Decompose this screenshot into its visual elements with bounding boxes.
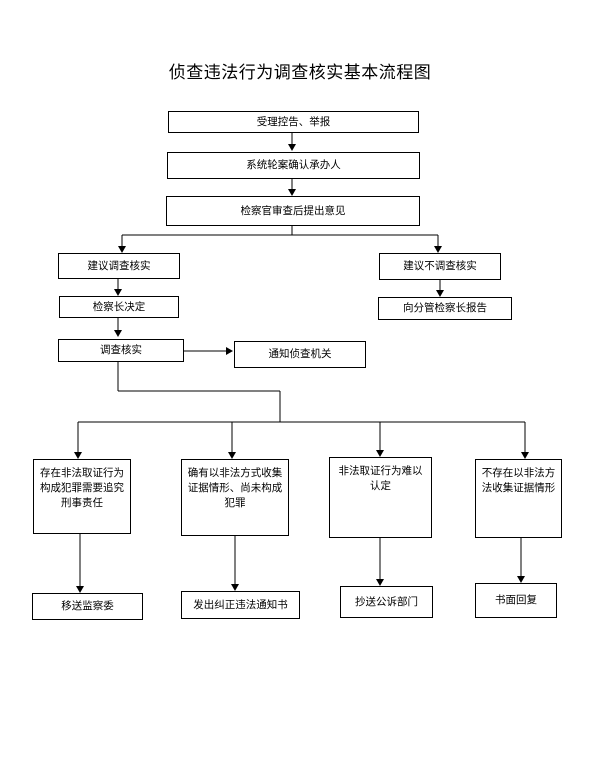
- node-assign-handler: 系统轮案确认承办人: [167, 152, 420, 179]
- node-notify-agency: 通知侦查机关: [234, 341, 366, 368]
- node-suggest-investigate: 建议调查核实: [58, 253, 180, 279]
- node-copy-dept: 抄送公诉部门: [340, 586, 433, 618]
- node-case-illegal: 确有以非法方式收集证据情形、尚未构成犯罪: [181, 459, 289, 536]
- node-rectify-notice: 发出纠正违法通知书: [181, 591, 300, 619]
- node-case-crime: 存在非法取证行为构成犯罪需要追究刑事责任: [33, 459, 131, 534]
- node-case-hard: 非法取证行为难以认定: [329, 457, 432, 538]
- node-chief-decide: 检察长决定: [59, 296, 179, 318]
- node-accept-complaint: 受理控告、举报: [168, 111, 419, 133]
- node-suggest-no-investigate: 建议不调查核实: [379, 253, 501, 280]
- node-written-reply: 书面回复: [475, 583, 557, 618]
- node-investigate: 调查核实: [58, 339, 184, 362]
- node-report-deputy: 向分管检察长报告: [378, 297, 512, 320]
- page-title: 侦查违法行为调查核实基本流程图: [168, 63, 432, 83]
- node-prosecutor-review: 检察官审查后提出意见: [166, 196, 420, 226]
- node-transfer-supervision: 移送监察委: [32, 593, 143, 620]
- node-case-none: 不存在以非法方法收集证据情形: [475, 459, 562, 538]
